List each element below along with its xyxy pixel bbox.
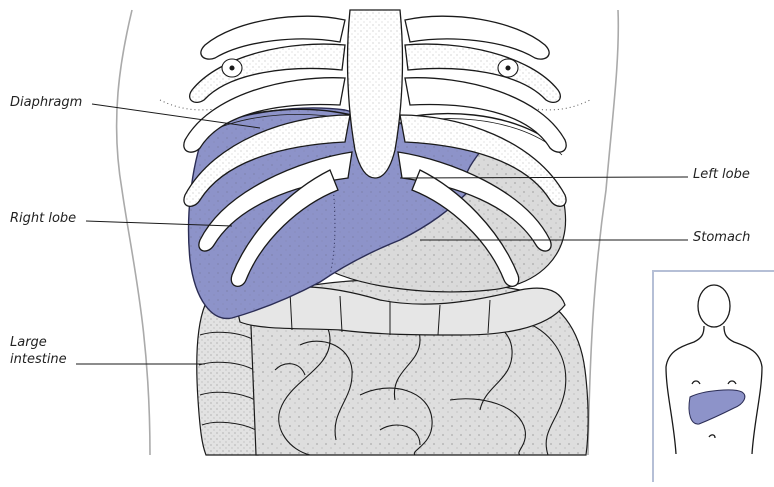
head-outline	[698, 285, 730, 327]
label-left-lobe: Left lobe	[693, 166, 750, 183]
body-locator-figure	[654, 272, 774, 482]
inset-liver	[689, 390, 745, 424]
label-stomach: Stomach	[693, 229, 750, 246]
label-large-intestine-line2: intestine	[10, 351, 67, 368]
locator-inset	[652, 270, 774, 482]
label-diaphragm: Diaphragm	[10, 94, 82, 111]
label-right-lobe: Right lobe	[10, 210, 76, 227]
label-large-intestine-line1: Large	[10, 334, 47, 351]
